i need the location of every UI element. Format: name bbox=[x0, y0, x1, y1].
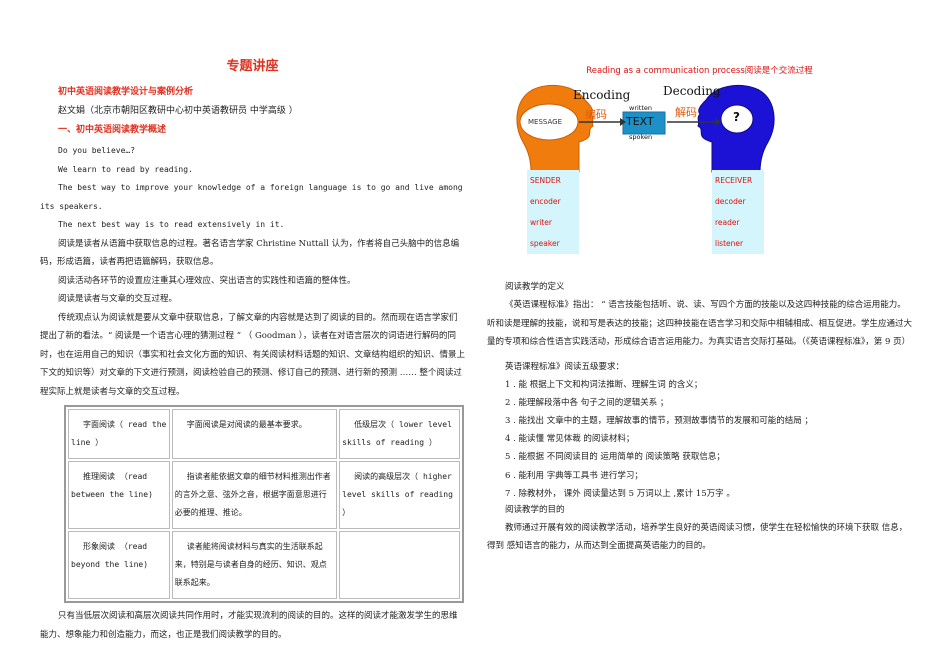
receiver-role: reader bbox=[715, 218, 740, 227]
right-column: Reading as a communication process阅读是个交流… bbox=[487, 52, 912, 556]
table-cell: 阅读的高级层次（ higher level skills of reading … bbox=[339, 461, 460, 529]
table-row: 字面阅读（ read the line ） 字面阅读是对阅读的最基本要求。 低级… bbox=[68, 409, 460, 459]
paragraph-best-way: The best way to improve your knowledge o… bbox=[40, 183, 463, 211]
encoding-cn-label: 编码 bbox=[585, 108, 607, 121]
table-cell: 推理阅读 （read between the line) bbox=[68, 461, 170, 529]
definition-paragraph: 《英语课程标准》指出： “ 语言技能包括听、说、读、写四个方面的技能以及这四种技… bbox=[487, 300, 913, 347]
table-cell: 字面阅读是对阅读的最基本要求。 bbox=[171, 409, 338, 459]
sender-role: encoder bbox=[530, 197, 561, 206]
paragraph-interaction: 阅读是读者与文章的交互过程。 bbox=[58, 294, 178, 304]
list-item: 3 . 能找出 文章中的主题，理解故事的情节，预测故事情节的发展和可能的结局 ； bbox=[505, 415, 813, 426]
text-label: TEXT bbox=[626, 115, 654, 128]
list-item: 5 . 能根据 不同阅读目的 运用简单的 阅读策略 获取信息； bbox=[505, 452, 725, 463]
decoding-label: Decoding bbox=[663, 84, 721, 98]
message-label: MESSAGE bbox=[528, 118, 562, 126]
encoding-arrowhead bbox=[620, 118, 626, 126]
reading-levels-table: 字面阅读（ read the line ） 字面阅读是对阅读的最基本要求。 低级… bbox=[64, 405, 464, 603]
table-row: 形象阅读 （read beyond the line) 读者能将阅读材料与真实的… bbox=[68, 531, 460, 599]
author-line: 赵文娟（北京市朝阳区教研中心初中英语教研员 中学高级 ） bbox=[58, 106, 298, 116]
goal-heading: 阅读教学的目的 bbox=[505, 504, 565, 515]
thought-bubble bbox=[720, 104, 754, 134]
sender-role: SENDER bbox=[530, 176, 561, 185]
receiver-box: RECEIVER decoder reader listener bbox=[712, 170, 764, 254]
sender-role: speaker bbox=[530, 239, 560, 248]
receiver-role: listener bbox=[715, 239, 744, 248]
decoding-cn-label: 解码 bbox=[675, 106, 697, 119]
receiver-role: decoder bbox=[715, 197, 746, 206]
paragraph-believe: Do you believe…? bbox=[58, 146, 136, 155]
written-label: written bbox=[629, 104, 653, 112]
list-item: 4 . 能读懂 常见体裁 的阅读材料； bbox=[505, 434, 635, 445]
table-cell bbox=[339, 531, 460, 599]
paragraph-learn: We learn to read by reading. bbox=[58, 164, 193, 174]
spoken-label: spoken bbox=[629, 133, 653, 141]
paragraph-activities: 阅读活动各环节的设置应注重其心理效应、突出语言的实践性和语篇的整体性。 bbox=[58, 275, 356, 286]
section-heading: 一、初中英语阅读教学概述 bbox=[58, 125, 167, 135]
table-cell: 低级层次（ lower level skills of reading ） bbox=[339, 409, 460, 459]
list-item: 6 . 能利用 字典等工具书 进行学习； bbox=[505, 470, 643, 481]
definition-heading: 阅读教学的定义 bbox=[505, 282, 565, 292]
requirements-heading: 英语课程标准》阅读五级要求： bbox=[505, 361, 625, 372]
page-title: 专题讲座 bbox=[226, 59, 279, 74]
paragraph-traditional-view: 传统观点认为阅读就是要从文章中获取信息，了解文章的内容就是达到了阅读的目的。然而… bbox=[40, 312, 466, 397]
table-row: 推理阅读 （read between the line) 指读者能依据文章的细节… bbox=[68, 461, 460, 529]
message-bubble bbox=[519, 103, 579, 141]
encoding-label: Encoding bbox=[573, 88, 631, 102]
paragraph-conclusion: 只有当低层次阅读和高层次阅读共同作用时，才能实现流利的阅读的目的。这样的阅读才能… bbox=[40, 611, 458, 640]
diagram-title: Reading as a communication process阅读是个交流… bbox=[586, 66, 813, 76]
list-item: 1 . 能 根据上下文和构词法推断、理解生词 的含义； bbox=[505, 379, 703, 390]
communication-diagram: Encoding 编码 Decoding 解码 MESSAGE written … bbox=[487, 82, 912, 272]
receiver-role: RECEIVER bbox=[715, 176, 753, 185]
table-cell: 形象阅读 （read beyond the line) bbox=[68, 531, 170, 599]
goal-paragraph: 教师通过开展有效的阅读教学活动，培养学生良好的英语阅读习惯，使学生在轻松愉快的环… bbox=[487, 522, 908, 552]
sender-role: writer bbox=[530, 218, 552, 227]
lecture-subtitle: 初中英语阅读教学设计与案例分析 bbox=[58, 87, 194, 97]
paragraph-next-best: The next best way is to read extensively… bbox=[58, 220, 285, 229]
question-mark: ? bbox=[733, 110, 740, 124]
left-column: 专题讲座 初中英语阅读教学设计与案例分析 赵文娟（北京市朝阳区教研中心初中英语教… bbox=[40, 52, 465, 644]
list-item: 2 . 能理解段落中各 句子之间的逻辑关系 ； bbox=[505, 397, 669, 408]
table-cell: 字面阅读（ read the line ） bbox=[68, 409, 170, 459]
list-item: 7 . 除教材外， 课外 阅读量达到 5 万词以上 ,累计 15万字 。 bbox=[505, 488, 735, 499]
decoding-arrowhead bbox=[715, 118, 721, 126]
sender-box: SENDER encoder writer speaker bbox=[527, 170, 579, 254]
diagram-graphic bbox=[516, 84, 775, 173]
table-cell: 读者能将阅读材料与真实的生活联系起来，特别是与读者自身的经历、知识、观点联系起来… bbox=[171, 531, 338, 599]
table-cell: 指读者能依据文章的细节材料推测出作者的言外之意、弦外之音，根据字面意思进行必要的… bbox=[171, 461, 338, 529]
paragraph-nuttall: 阅读是读者从语篇中获取信息的过程。著名语言学家 Christine Nuttal… bbox=[40, 238, 460, 268]
